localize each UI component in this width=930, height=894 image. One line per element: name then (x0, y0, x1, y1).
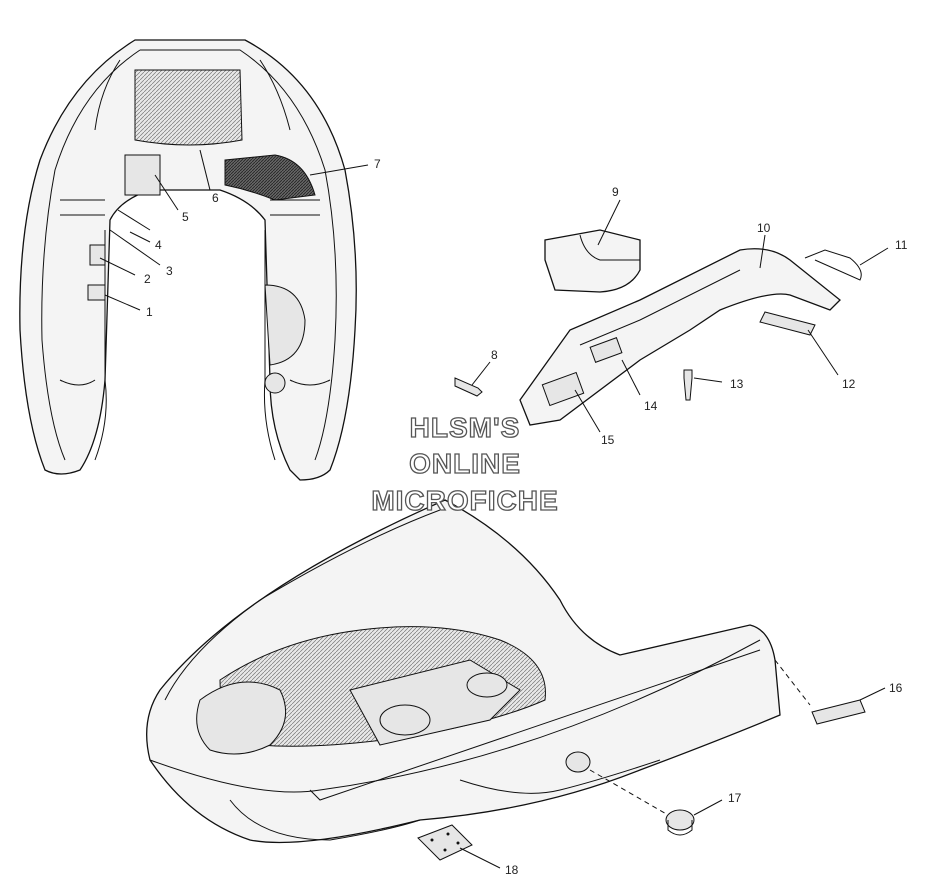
callout-8: 8 (491, 348, 498, 362)
callout-18: 18 (505, 863, 519, 877)
callout-5: 5 (182, 210, 189, 224)
part-13-rivet (683, 369, 723, 401)
callout-13: 13 (730, 377, 744, 391)
callout-4: 4 (155, 238, 162, 252)
watermark-line-1: HLSM'S (410, 412, 521, 443)
part-11-cable (804, 247, 889, 281)
part-17-plug (589, 769, 723, 836)
watermark-line-3: MICROFICHE (371, 485, 558, 516)
part-9-cover (544, 199, 641, 293)
watermark: HLSM'S ONLINE MICROFICHE (371, 411, 559, 516)
hood-leaders (99, 149, 369, 311)
lower-body (146, 499, 781, 844)
callout-11: 11 (895, 238, 908, 252)
callout-16: 16 (889, 681, 903, 695)
part-8-rivet (454, 361, 491, 397)
callout-10: 10 (757, 221, 771, 235)
callout-7: 7 (374, 157, 381, 171)
part-16-pad (774, 659, 886, 725)
callout-15: 15 (601, 433, 615, 447)
callout-3: 3 (166, 264, 173, 278)
callout-12: 12 (842, 377, 856, 391)
callout-14: 14 (644, 399, 658, 413)
callouts: 1 2 3 4 5 6 7 8 9 10 11 12 13 14 15 16 1… (144, 157, 908, 877)
part-10-console (519, 234, 841, 433)
watermark-line-2: ONLINE (409, 448, 521, 479)
callout-9: 9 (612, 185, 619, 199)
callout-17: 17 (728, 791, 742, 805)
callout-1: 1 (146, 305, 153, 319)
hood-underside (19, 39, 357, 481)
callout-6: 6 (212, 191, 219, 205)
callout-2: 2 (144, 272, 151, 286)
part-18-plate (417, 824, 501, 869)
